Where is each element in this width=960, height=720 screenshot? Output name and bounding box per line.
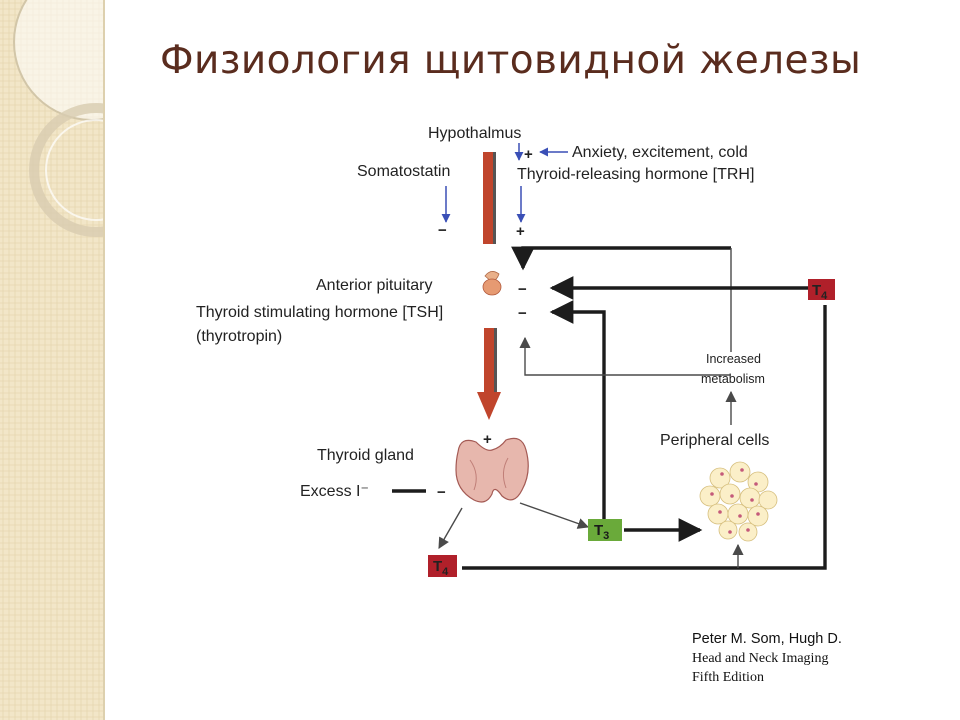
- citation: Peter M. Som, Hugh D. Head and Neck Imag…: [692, 629, 942, 687]
- thyrotropin-label: (thyrotropin): [196, 328, 282, 345]
- citation-authors: Peter M. Som, Hugh D.: [692, 631, 842, 647]
- t3-feedback-arrow: [549, 300, 606, 525]
- peripheral-cells-label: Peripheral cells: [660, 432, 769, 449]
- tsh-stimulus-arrow: [477, 328, 501, 420]
- citation-edition: Fifth Edition: [692, 670, 764, 685]
- trh-label: Thyroid-releasing hormone [TRH]: [517, 166, 754, 183]
- metabolism-feedback-arrow: [519, 336, 731, 376]
- minus-sign: −: [438, 222, 447, 239]
- t4-loop-line: [462, 305, 827, 570]
- anxiety-label: Anxiety, excitement, cold: [572, 144, 748, 161]
- slide-title: Физиология щитовидной железы: [160, 38, 862, 83]
- hypothalamus-output-bar: [483, 152, 493, 244]
- feedback-arrow: [511, 246, 731, 271]
- hypothalmus-label: Hypothalmus: [428, 125, 521, 142]
- t4-badge-bottom: T4: [428, 555, 457, 578]
- thyroid-to-t4-arrow: [438, 507, 463, 549]
- excess-iodide-label: Excess I⁻: [300, 483, 369, 500]
- t3-badge: T3: [588, 519, 622, 542]
- metabolism-label: metabolism: [701, 372, 765, 386]
- peripheral-cells-icon: [699, 461, 778, 542]
- t4-badge-right: T4: [808, 279, 835, 302]
- tsh-label: Thyroid stimulating hormone [TSH]: [196, 304, 443, 321]
- decorative-sidebar: [0, 0, 105, 720]
- minus-sign: −: [437, 484, 446, 501]
- svg-text:T3: T3: [594, 522, 609, 542]
- minus-sign: −: [518, 281, 527, 298]
- plus-sign: +: [483, 431, 492, 448]
- thyroid-to-t3-arrow: [519, 502, 590, 529]
- thyroid-gland-icon: [455, 437, 529, 503]
- plus-sign: +: [516, 223, 525, 240]
- increased-label: Increased: [706, 352, 761, 366]
- svg-text:T4: T4: [812, 282, 828, 302]
- minus-sign: −: [518, 305, 527, 322]
- anterior-pituitary-label: Anterior pituitary: [316, 277, 433, 294]
- somatostatin-label: Somatostatin: [357, 163, 450, 180]
- plus-sign: +: [524, 146, 533, 163]
- thyroid-gland-label: Thyroid gland: [317, 447, 414, 464]
- pituitary-icon: [482, 271, 502, 296]
- svg-text:T4: T4: [433, 558, 449, 578]
- citation-book: Head and Neck Imaging: [692, 651, 829, 666]
- bar-shadow: [493, 152, 496, 244]
